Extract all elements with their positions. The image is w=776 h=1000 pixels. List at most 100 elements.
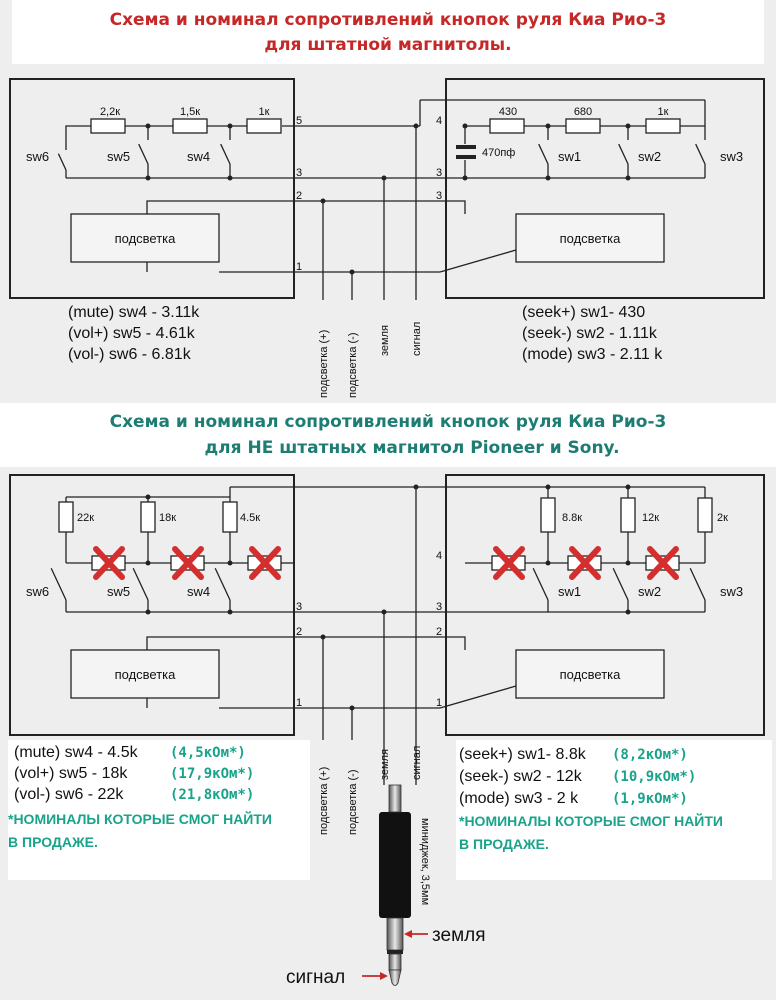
- resistor-22k: [58, 501, 74, 533]
- switch2-label-sw1: sw1: [558, 584, 581, 599]
- pin2-1-right: 1: [436, 697, 442, 709]
- resistor-680: [565, 118, 601, 134]
- pin2-4: 4: [436, 550, 442, 562]
- wire2-label-signal: сигнал: [411, 746, 423, 780]
- pin2-3-right: 3: [436, 601, 442, 613]
- minijack-plug-icon: [379, 784, 411, 986]
- switch2-label-sw3: sw3: [720, 584, 743, 599]
- removed-resistor-crosses: [93, 546, 679, 580]
- value2-seek-minus: (seek-) sw2 - 12k: [459, 768, 583, 785]
- minijack-label: миниджек, 3,5мм: [419, 818, 431, 905]
- panel-middle-title-background: [0, 403, 776, 467]
- left-values-panel: [8, 740, 310, 880]
- left-module-box: [9, 78, 295, 299]
- switch2-label-sw5: sw5: [107, 584, 130, 599]
- value2-vol-plus: (vol+) sw5 - 18k: [14, 765, 128, 782]
- diagram1-circuit: [9, 78, 765, 300]
- switch2-label-sw4: sw4: [187, 584, 210, 599]
- wire-label-signal: сигнал: [411, 322, 423, 356]
- diagram2-circuit: [9, 474, 765, 785]
- switch-label-sw6: sw6: [26, 149, 49, 164]
- found-mode: (1,9кОм*): [612, 791, 688, 807]
- title2-line1: Схема и номинал сопротивлений кнопок рул…: [110, 412, 667, 432]
- backlight-box-right: [515, 213, 665, 263]
- resistor-8k8: [540, 497, 556, 533]
- right-module-box-2: [445, 474, 765, 736]
- cross-icon: [493, 546, 525, 580]
- switch-label-sw4: sw4: [187, 149, 210, 164]
- note-left-line1: *НОМИНАЛЫ КОТОРЫЕ СМОГ НАЙТИ: [8, 810, 272, 827]
- title1-line1: Схема и номинал сопротивлений кнопок рул…: [110, 10, 667, 30]
- res-label-430: 430: [499, 106, 517, 118]
- res-label-1k-right: 1к: [658, 106, 669, 118]
- found-seek-minus: (10,9кОм*): [612, 769, 696, 785]
- value-vol-minus: (vol-) sw6 - 6.81k: [68, 346, 192, 363]
- pin-2: 2: [296, 190, 302, 202]
- backlight-label-left: подсветка: [115, 231, 177, 246]
- cross-icon: [647, 546, 679, 580]
- wire2-label-backlight-plus: подсветка (+): [318, 767, 330, 835]
- pin-3-right-b: 3: [436, 190, 442, 202]
- value-seek-minus: (seek-) sw2 - 1.11k: [522, 325, 658, 342]
- wire-label-backlight-plus: подсветка (+): [318, 330, 330, 398]
- cross-icon: [569, 546, 601, 580]
- value-mode: (mode) sw3 - 2.11 k: [522, 346, 663, 363]
- left-module-box-2: [9, 474, 295, 736]
- value-mute: (mute) sw4 - 3.11k: [68, 304, 200, 321]
- arrow-icons: [362, 930, 428, 980]
- value2-mute: (mute) sw4 - 4.5k: [14, 744, 139, 761]
- switch2-label-sw2: sw2: [638, 584, 661, 599]
- res-label-8k8: 8.8к: [562, 512, 582, 524]
- capacitor-plate-top: [456, 145, 476, 149]
- resistor-4k5: [222, 501, 238, 533]
- res-label-4k5: 4.5к: [240, 512, 260, 524]
- title2-line2: для НЕ штатных магнитол Pioneer и Sony.: [204, 438, 619, 458]
- junction-dots-1: [145, 123, 631, 275]
- found-seek-plus: (8,2кОм*): [612, 747, 688, 763]
- backlight2-label-left: подсветка: [115, 667, 177, 682]
- jack-ground-label: земля: [432, 925, 486, 946]
- capacitor-plate-bottom: [456, 155, 476, 159]
- pin2-1: 1: [296, 697, 302, 709]
- pin2-2-right: 2: [436, 626, 442, 638]
- wire2-label-ground: земля: [379, 749, 391, 780]
- resistor-2k2: [90, 118, 126, 134]
- note-right-line1: *НОМИНАЛЫ КОТОРЫЕ СМОГ НАЙТИ: [459, 812, 723, 829]
- value2-seek-plus: (seek+) sw1- 8.8k: [459, 746, 587, 763]
- capacitor-label: 470пф: [482, 147, 515, 159]
- switch-label-sw2: sw2: [638, 149, 661, 164]
- wire2-label-backlight-minus: подсветка (-): [347, 770, 359, 835]
- pin-5: 5: [296, 115, 302, 127]
- backlight-box-left-2: [70, 649, 220, 699]
- backlight-label-right: подсветка: [560, 231, 622, 246]
- value-vol-plus: (vol+) sw5 - 4.61k: [68, 325, 196, 342]
- title1-line2: для штатной магнитолы.: [264, 35, 511, 55]
- res-label-2k2: 2,2к: [100, 106, 120, 118]
- switch2-label-sw6: sw6: [26, 584, 49, 599]
- pin2-2: 2: [296, 626, 302, 638]
- switch-label-sw5: sw5: [107, 149, 130, 164]
- resistor-12k: [620, 497, 636, 533]
- resistor-1k: [246, 118, 282, 134]
- switch-label-sw1: sw1: [558, 149, 581, 164]
- res-label-1k5: 1,5к: [180, 106, 200, 118]
- wire-label-backlight-minus: подсветка (-): [347, 333, 359, 398]
- value2-mode: (mode) sw3 - 2 k: [459, 790, 579, 807]
- found-vol-plus: (17,9кОм*): [170, 766, 254, 782]
- backlight-box-right-2: [515, 649, 665, 699]
- resistor-18k: [140, 501, 156, 533]
- found-vol-minus: (21,8кОм*): [170, 787, 254, 803]
- switch-label-sw3: sw3: [720, 149, 743, 164]
- right-values-panel: [456, 740, 772, 880]
- value2-vol-minus: (vol-) sw6 - 22k: [14, 786, 124, 803]
- cross-icon: [93, 546, 125, 580]
- junction-dots-2: [145, 484, 631, 711]
- res-label-680: 680: [574, 106, 592, 118]
- resistor-1k-right: [645, 118, 681, 134]
- res-label-22k: 22к: [77, 512, 94, 524]
- pin2-3: 3: [296, 601, 302, 613]
- title1-background: [12, 0, 764, 64]
- found-mute: (4,5кОм*): [170, 745, 246, 761]
